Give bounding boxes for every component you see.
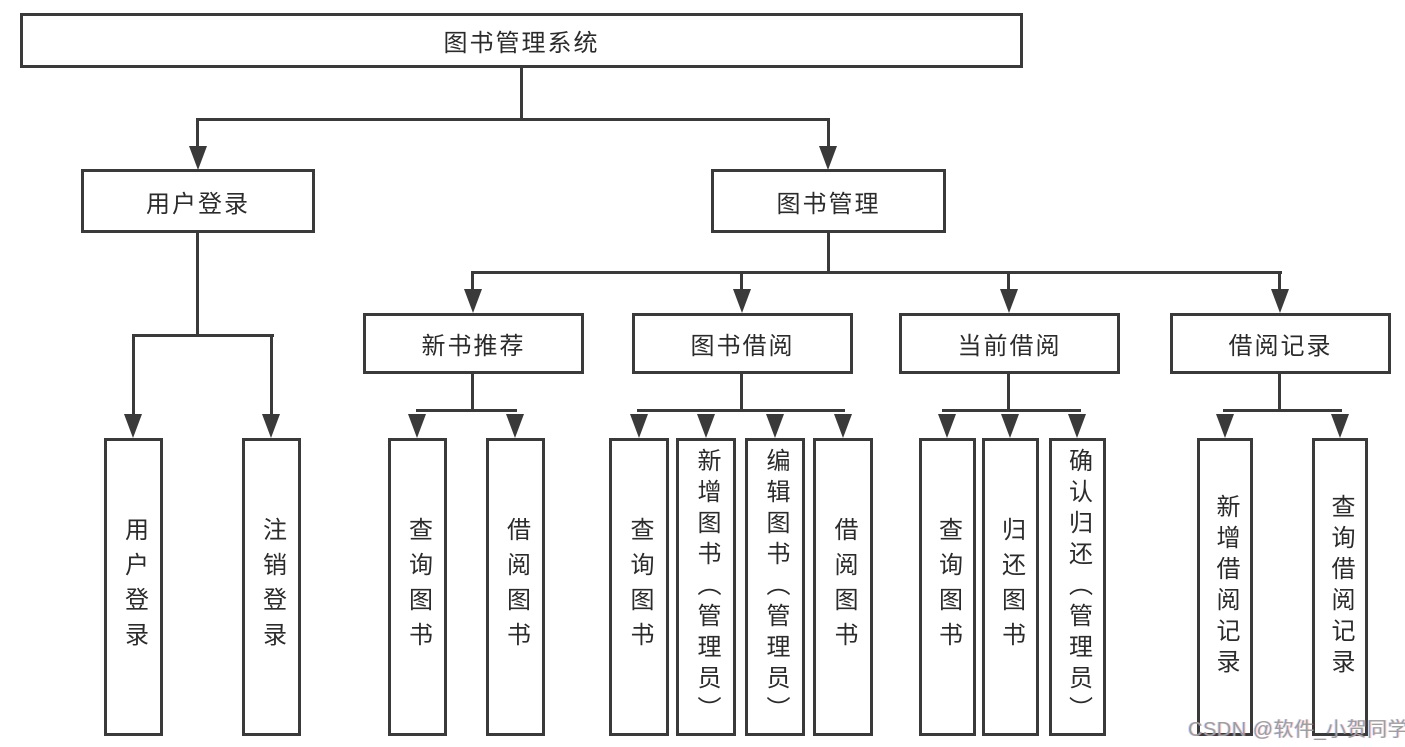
leaf-borrowing-query-books-label: 查询图书 xyxy=(626,517,653,657)
arrowhead-icon xyxy=(733,289,751,313)
connector-stem-book-mgmt xyxy=(827,121,830,146)
leaf-records-query-record: 查询借阅记录 xyxy=(1312,438,1368,736)
arrowhead-icon xyxy=(1000,289,1018,313)
connector-root-stub xyxy=(520,68,523,121)
arrowhead-icon xyxy=(697,414,715,438)
connector-drop-line xyxy=(471,274,474,289)
connector-drop-line xyxy=(740,274,743,289)
leaf-borrowing-add-books-admin-label: 新增图书（管理员） xyxy=(693,447,720,727)
leaf-user-login: 用户登录 xyxy=(104,438,163,736)
leaf-user-login-label: 用户登录 xyxy=(120,517,148,657)
arrowhead-icon xyxy=(834,414,852,438)
leaf-recommend-borrow-books-label: 借阅图书 xyxy=(502,517,530,657)
connector-section-hline xyxy=(1223,409,1342,412)
leaf-recommend-borrow-books: 借阅图书 xyxy=(486,438,545,736)
leaf-recommend-query-books-label: 查询图书 xyxy=(404,517,432,657)
connector-section-hline xyxy=(416,409,517,412)
connector-mgmt-stub xyxy=(827,232,830,271)
node-user-login: 用户登录 xyxy=(81,169,315,233)
connector-section-stub xyxy=(1278,374,1281,409)
arrowhead-icon xyxy=(938,414,956,438)
arrowhead-icon xyxy=(1331,414,1349,438)
leaf-borrowing-add-books-admin: 新增图书（管理员） xyxy=(676,438,736,736)
arrowhead-icon xyxy=(262,414,280,438)
node-new-book-recommend: 新书推荐 xyxy=(363,313,584,374)
leaf-logout-login: 注销登录 xyxy=(242,438,301,736)
leaf-current-query-books-label: 查询图书 xyxy=(934,517,962,657)
leaf-borrowing-edit-books-admin: 编辑图书（管理员） xyxy=(745,438,805,736)
leaf-borrowing-borrow-books: 借阅图书 xyxy=(813,438,873,736)
arrowhead-icon xyxy=(1001,414,1019,438)
connector-section-hline xyxy=(942,409,1081,412)
connector-login-hline xyxy=(132,334,274,337)
node-book-management: 图书管理 xyxy=(711,169,946,233)
node-library-management-system: 图书管理系统 xyxy=(20,13,1023,68)
arrowhead-icon xyxy=(1068,414,1086,438)
connector-drop-line xyxy=(1278,274,1281,289)
connector-drop-line xyxy=(270,337,273,414)
arrowhead-icon xyxy=(766,414,784,438)
leaf-current-return-books-label: 归还图书 xyxy=(997,517,1025,657)
arrowhead-icon xyxy=(630,414,648,438)
node-current-borrowing: 当前借阅 xyxy=(899,313,1120,374)
arrowhead-icon xyxy=(506,414,524,438)
arrowhead-icon xyxy=(408,414,426,438)
leaf-current-query-books: 查询图书 xyxy=(919,438,976,736)
leaf-records-query-record-label: 查询借阅记录 xyxy=(1327,494,1354,680)
arrowhead-icon xyxy=(1216,414,1234,438)
node-book-borrowing: 图书借阅 xyxy=(632,313,853,374)
leaf-current-confirm-return-admin-label: 确认归还（管理员） xyxy=(1064,447,1092,727)
leaf-recommend-query-books: 查询图书 xyxy=(388,438,447,736)
connector-section-hline xyxy=(637,409,845,412)
leaf-borrowing-edit-books-admin-label: 编辑图书（管理员） xyxy=(762,447,789,727)
arrowhead-icon xyxy=(1271,289,1289,313)
connector-section-stub xyxy=(740,374,743,409)
leaf-current-confirm-return-admin: 确认归还（管理员） xyxy=(1049,438,1106,736)
connector-root-hline xyxy=(196,118,830,121)
leaf-logout-login-label: 注销登录 xyxy=(258,517,286,657)
leaf-records-add-record: 新增借阅记录 xyxy=(1197,438,1253,736)
arrowhead-icon xyxy=(464,289,482,313)
connector-login-stub xyxy=(196,233,199,334)
leaf-borrowing-query-books: 查询图书 xyxy=(609,438,669,736)
connector-section-stub xyxy=(1007,374,1010,409)
connector-section-stub xyxy=(471,374,474,409)
node-borrowing-records: 借阅记录 xyxy=(1170,313,1391,374)
leaf-records-add-record-label: 新增借阅记录 xyxy=(1212,494,1239,680)
connector-stem-user-login xyxy=(196,121,199,146)
connector-drop-line xyxy=(1007,274,1010,289)
connector-drop-line xyxy=(132,337,135,414)
leaf-borrowing-borrow-books-label: 借阅图书 xyxy=(830,517,857,657)
leaf-current-return-books: 归还图书 xyxy=(982,438,1039,736)
arrowhead-icon xyxy=(189,146,207,170)
connector-mgmt-hline xyxy=(471,271,1282,274)
watermark: CSDN @软件_小贺同学 xyxy=(1188,719,1405,741)
arrowhead-icon xyxy=(124,414,142,438)
arrowhead-icon xyxy=(819,146,837,170)
